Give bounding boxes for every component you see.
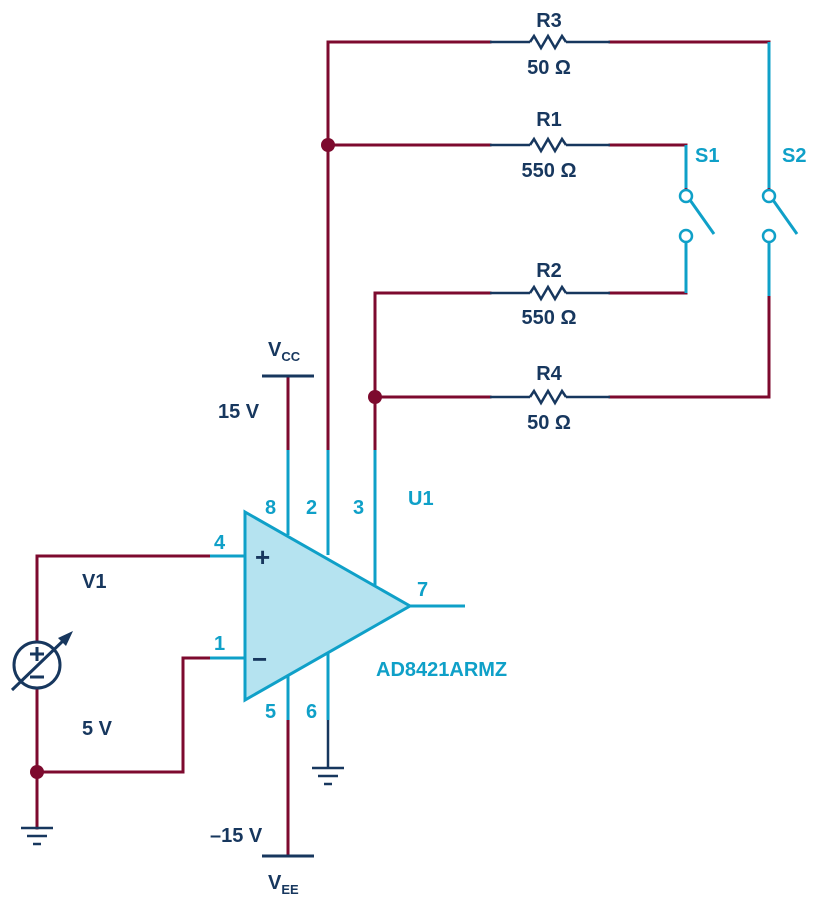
wire-r4-right xyxy=(608,294,771,399)
wire-r1-right xyxy=(608,143,688,190)
opamp-body xyxy=(243,509,414,703)
junction-dot xyxy=(30,765,44,779)
wire-v1-plus xyxy=(35,554,212,642)
switch-s1-label: S1 xyxy=(695,145,719,167)
pin-4-label: 4 xyxy=(214,532,226,554)
vee-voltage: –15 V xyxy=(210,825,263,847)
resistor-r4 xyxy=(490,388,610,406)
vcc-voltage: 15 V xyxy=(218,401,260,423)
r2-value: 550 Ω xyxy=(522,307,577,329)
source-name: V1 xyxy=(82,571,106,593)
switch-s2-label: S2 xyxy=(782,145,806,167)
r4-value: 50 Ω xyxy=(527,412,571,434)
opamp-ref: U1 xyxy=(408,488,434,510)
ground-icon xyxy=(21,826,53,846)
resistor-r1 xyxy=(490,136,610,154)
r3-value: 50 Ω xyxy=(527,57,571,79)
source-voltage: 5 V xyxy=(82,718,113,740)
r4-name: R4 xyxy=(536,363,562,385)
junction-dot xyxy=(321,138,335,152)
pin-2-label: 2 xyxy=(306,497,317,519)
r2-name: R2 xyxy=(536,260,562,282)
pin-8-label: 8 xyxy=(265,497,276,519)
wire-r3-right xyxy=(608,40,771,190)
wire-r2-right xyxy=(608,238,688,295)
r1-value: 550 Ω xyxy=(522,160,577,182)
opamp-part: AD8421ARMZ xyxy=(376,659,507,681)
switch-s2 xyxy=(761,42,799,296)
pin-3-label: 3 xyxy=(353,497,364,519)
pin-1-label: 1 xyxy=(214,633,225,655)
vee-label: VEE xyxy=(268,872,299,897)
r3-name: R3 xyxy=(536,10,562,32)
r1-name: R1 xyxy=(536,109,562,131)
opamp-pins xyxy=(210,450,465,720)
junction-dot xyxy=(368,390,382,404)
pin-5-label: 5 xyxy=(265,701,276,723)
pin-7-label: 7 xyxy=(417,579,428,601)
vcc-label: VCC xyxy=(268,339,301,364)
variable-voltage-source-icon xyxy=(10,631,73,692)
resistor-r3 xyxy=(490,33,610,51)
opamp-minus-sign: − xyxy=(252,644,267,674)
resistor-r2 xyxy=(490,284,610,302)
opamp-plus-sign: + xyxy=(255,542,270,572)
wire-r2-left xyxy=(373,291,492,399)
wire-v1-minus xyxy=(35,656,212,774)
wires xyxy=(35,40,771,858)
wire-r3-net xyxy=(326,40,492,147)
pin-6-label: 6 xyxy=(306,701,317,723)
switch-s1 xyxy=(678,145,716,293)
ground-icon xyxy=(312,766,344,786)
